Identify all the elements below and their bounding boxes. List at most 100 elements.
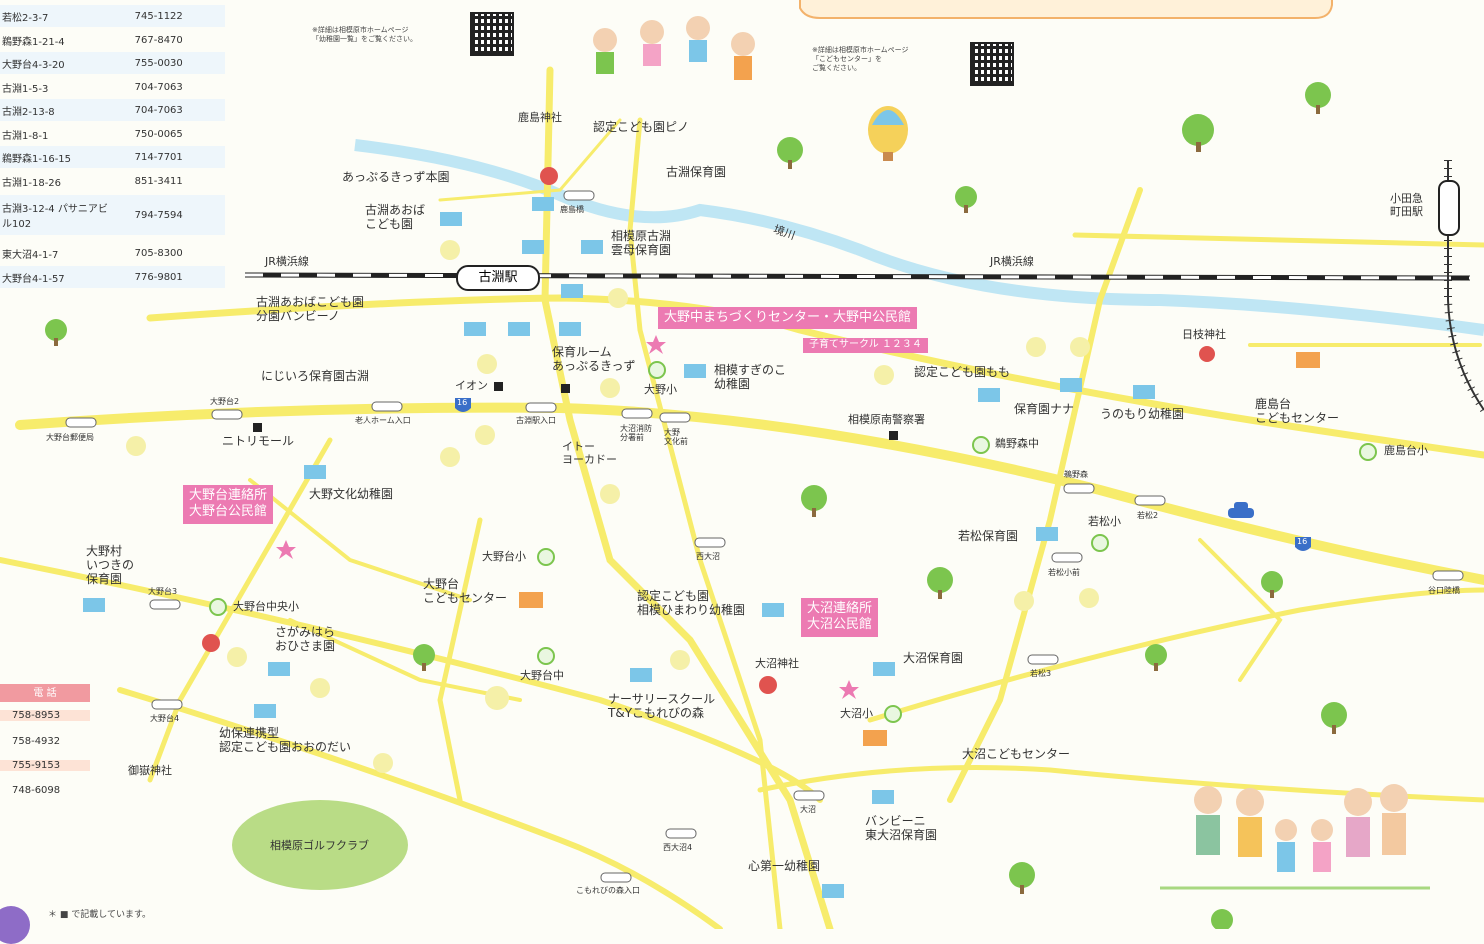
place-label[interactable]: 大野村 いつきの 保育園 [86, 544, 135, 586]
odakyu-station-marker [1438, 180, 1460, 236]
place-label[interactable]: ニトリモール [222, 434, 295, 448]
place-label[interactable]: 大野台中央小 [233, 600, 299, 613]
shrine-markers [202, 167, 1215, 694]
signal-label: 古淵駅入口 [516, 416, 556, 425]
phone-text: 705-8300 [134, 247, 183, 259]
place-label[interactable]: うのもり幼稚園 [1100, 407, 1185, 421]
qr-code[interactable] [470, 12, 514, 56]
kobuchi-station[interactable]: 古淵駅 [456, 265, 540, 291]
place-label[interactable]: にじいろ保育園古淵 [261, 369, 370, 383]
signal-label: こもれびの森入口 [576, 886, 640, 895]
onojinaka-center-label[interactable]: 大野中まちづくりセンター・大野中公民館 [658, 307, 918, 330]
place-label[interactable]: ナーサリースクール T&Yこもれびの森 [608, 692, 716, 720]
phone-text: 776-9801 [134, 271, 183, 283]
place-label[interactable]: 若松小 [1088, 515, 1121, 528]
roads [0, 66, 1484, 929]
address-text: 大野台4-3-20 [2, 59, 65, 71]
qr-code[interactable] [970, 42, 1014, 86]
place-label[interactable]: 鹿島神社 [518, 111, 562, 124]
jr-yokohama-line [244, 272, 1471, 281]
onuma-office-label[interactable]: 大沼連絡所 大沼公民館 [801, 598, 879, 637]
signal-label: 若松小前 [1048, 568, 1080, 577]
school-markers [209, 361, 1377, 723]
place-label[interactable]: 心第一幼稚園 [748, 859, 821, 873]
signal-label: 鵜野森 [1064, 470, 1088, 479]
place-label[interactable]: 認定こども園ピノ [593, 120, 690, 134]
place-label[interactable]: 保育園ナナ [1014, 402, 1075, 416]
golf-course [232, 800, 408, 890]
note-kindergarten-list: ※詳細は相模原市ホームページ 「幼稚園一覧」をご覧ください。 [312, 26, 417, 44]
address-text: 若松2-3-7 [2, 12, 49, 24]
place-label[interactable]: さがみはら おひさま園 [275, 625, 336, 653]
place-label[interactable]: 相模すぎのこ 幼稚園 [714, 363, 787, 391]
place-label[interactable]: 鹿島台 こどもセンター [1255, 397, 1340, 425]
place-label[interactable]: 鵜野森中 [995, 437, 1039, 450]
signal-label: 若松2 [1137, 511, 1159, 520]
star-markers [276, 335, 859, 699]
route-16-shields [455, 398, 1311, 551]
place-label[interactable]: バンビーニ 東大沼保育園 [865, 814, 938, 842]
phone-text: 750-0065 [134, 128, 183, 140]
signal-label: 大沼 [800, 805, 816, 814]
place-label[interactable]: 御嶽神社 [128, 764, 172, 777]
signal-label: 西大沼4 [663, 843, 693, 852]
place-label[interactable]: 大沼小 [840, 707, 873, 720]
kosodate-circle-label: 子育てサークル １２３４ [803, 338, 928, 353]
place-label[interactable]: あっぷるきっず本園 [342, 170, 450, 184]
place-label[interactable]: 認定こども園もも [914, 365, 1011, 379]
place-label[interactable]: 日枝神社 [1182, 328, 1226, 341]
place-label[interactable]: 大沼保育園 [903, 651, 964, 665]
place-label[interactable]: 古淵保育園 [666, 165, 727, 179]
place-label[interactable]: イトー ヨーカドー [562, 440, 617, 466]
phone-table-row: 748-6098 [12, 785, 61, 796]
place-label[interactable]: 鹿島台小 [1384, 444, 1428, 457]
signal-label: 老人ホーム入口 [355, 416, 411, 425]
place-label[interactable]: 大野台小 [482, 550, 526, 563]
phone-text: 704-7063 [134, 104, 183, 116]
phone-text: 794-7594 [134, 209, 183, 221]
address-text: 古淵3-12-4 パサニアビル102 [2, 204, 108, 230]
place-label[interactable]: 相模原南警察署 [848, 413, 925, 426]
place-label[interactable]: 大野文化幼稚園 [309, 487, 394, 501]
place-label[interactable]: 大野台中 [520, 669, 564, 682]
legend-note: ＊ ■ で記載しています。 [48, 910, 152, 920]
address-text: 古淵1-5-3 [2, 83, 49, 95]
phone-text: 767-8470 [134, 34, 183, 46]
place-label[interactable]: 若松保育園 [958, 529, 1019, 543]
address-text: 大野台4-1-57 [2, 273, 65, 285]
place-label[interactable]: 大野台 こどもセンター [423, 577, 508, 605]
phone-table-header: 電 話 [0, 684, 90, 702]
place-label[interactable]: 古淵あおば こども園 [365, 203, 426, 231]
children-illustration [593, 16, 755, 80]
river-sakaigawa [354, 139, 1484, 336]
circle-text: 子育てサークル [809, 339, 879, 350]
odakyu-machida-station[interactable]: 小田急 町田駅 [1390, 192, 1423, 218]
traffic-signal-markers [65, 190, 1464, 883]
place-label[interactable]: 相模原古淵 雲母保育園 [611, 229, 672, 257]
place-label[interactable]: 大野小 [644, 383, 677, 396]
place-label[interactable]: イオン [455, 379, 488, 392]
signal-label: 鹿島橋 [560, 205, 584, 214]
place-label[interactable]: 保育ルーム あっぷるきっず [552, 345, 636, 373]
place-label[interactable]: 認定こども園 相模ひまわり幼稚園 [637, 589, 746, 617]
place-label[interactable]: 大沼こどもセンター [962, 747, 1071, 761]
address-row: 大野台4-1-57 776-9801 [0, 266, 225, 288]
golf-course-label[interactable]: 相模原ゴルフクラブ [270, 839, 369, 852]
onodai-office-label[interactable]: 大野台連絡所 大野台公民館 [183, 485, 274, 524]
place-label[interactable]: 幼保連携型 認定こども園おおのだい [219, 726, 352, 754]
phone-table-row: 755-9153 [0, 760, 90, 771]
facility-number-markers [126, 240, 1099, 773]
signal-label: 大沼消防 分署前 [620, 424, 652, 443]
signal-label: 大野 文化前 [664, 428, 688, 447]
phone-table-row: 758-8953 [0, 710, 90, 721]
place-label[interactable]: 古淵あおばこども園 分園バンビーノ [256, 295, 365, 323]
address-text: 古淵1-18-26 [2, 177, 62, 189]
place-label[interactable]: 大沼神社 [755, 657, 799, 670]
signal-label: 大野台2 [210, 397, 240, 406]
